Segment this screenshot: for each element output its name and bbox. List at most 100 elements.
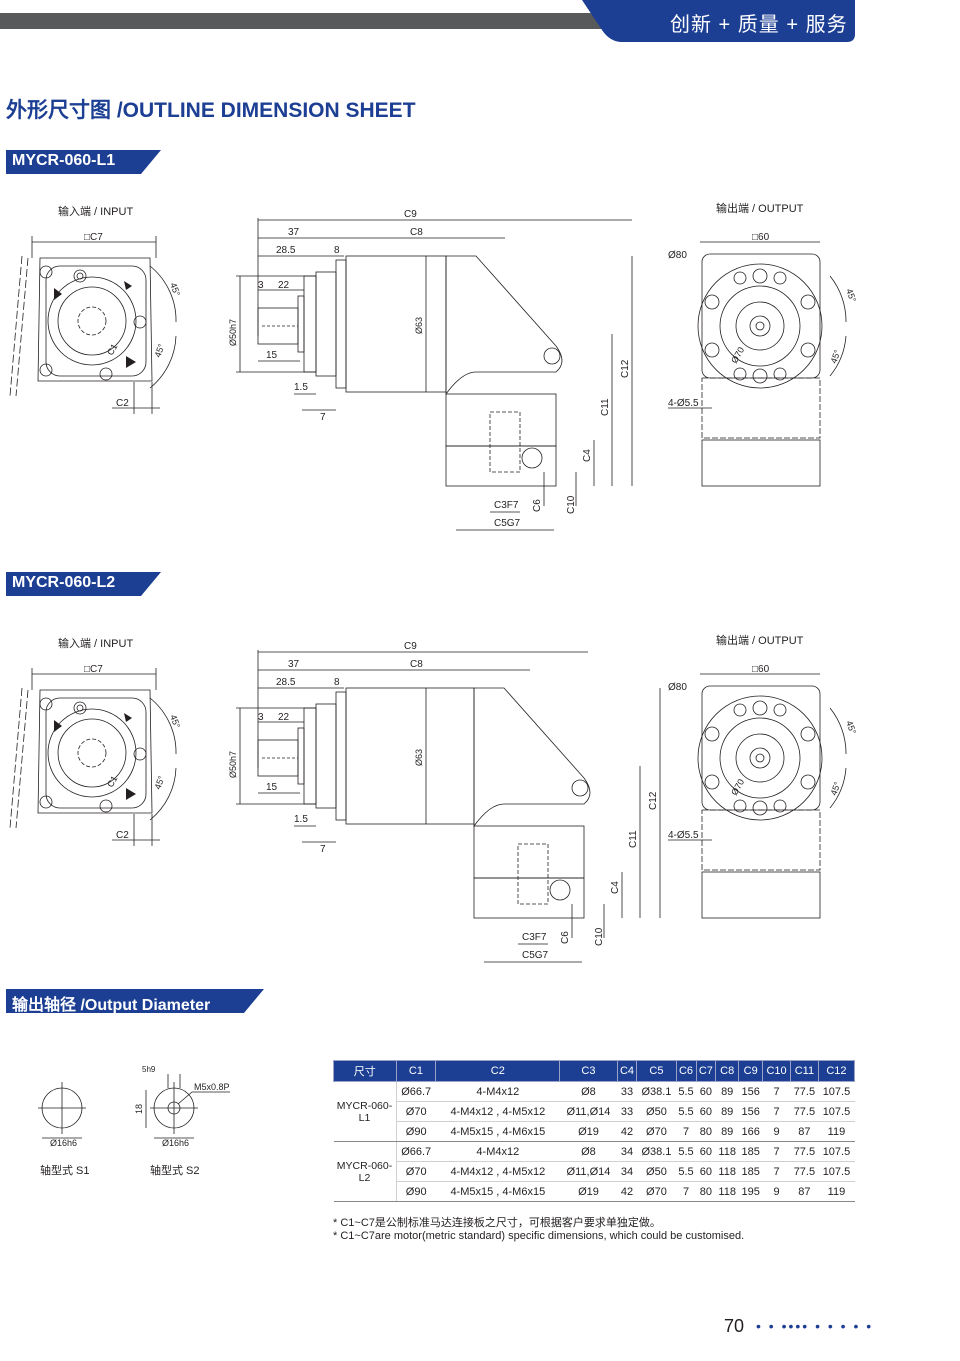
table-header-cell: C5	[636, 1060, 677, 1082]
table-header-cell: 尺寸	[333, 1060, 397, 1082]
dia-50-label: Ø50h7	[228, 751, 238, 778]
c10-label: C10	[594, 927, 605, 946]
table-cell: 107.5	[818, 1141, 855, 1162]
c6-label: C6	[532, 499, 543, 512]
s2-thread-label: M5x0.8P	[194, 1082, 230, 1092]
table-cell: Ø66.7	[396, 1141, 436, 1162]
table-cell: Ø90	[396, 1121, 436, 1142]
s2-height-label: 18	[134, 1104, 144, 1114]
table-cell: Ø70	[396, 1161, 436, 1182]
shaft-types: Ø16h6 轴型式 S1 5h9 18 M5x0.8P Ø16h6 轴型式 S2	[30, 1060, 270, 1190]
table-header-cell: C2	[435, 1060, 561, 1082]
page-number: 70	[724, 1316, 745, 1336]
dim-8: 8	[334, 245, 340, 256]
table-cell: 166	[738, 1121, 763, 1142]
table-cell: Ø50	[636, 1101, 677, 1122]
drawing-l2: 输入端 / INPUT □C7 45° 45° C1 C2 C9 C8 37 2…	[0, 628, 960, 988]
c11-label: C11	[628, 830, 639, 848]
s2-dia-label: Ø16h6	[162, 1138, 189, 1148]
table-cell: 5.5	[676, 1161, 697, 1182]
dim-15: 15	[266, 782, 278, 793]
c3-label: C3F7	[494, 500, 519, 511]
table-cell: 119	[818, 1181, 855, 1202]
dim-3: 3	[258, 280, 264, 291]
side-view: C9 C8 37 28.5 8 3 22 Ø50h7 15 1.5 7 Ø63	[228, 641, 661, 963]
dim-15: 15	[266, 350, 278, 361]
table-cell: Ø90	[396, 1181, 436, 1202]
c8-label: C8	[410, 227, 423, 238]
table-cell: 77.5	[790, 1081, 819, 1102]
header-bar	[0, 13, 640, 29]
dim-3: 3	[258, 712, 264, 723]
dim-37: 37	[288, 659, 300, 670]
page-title: 外形尺寸图 /OUTLINE DIMENSION SHEET	[6, 99, 416, 122]
table-cell: Ø70	[636, 1121, 677, 1142]
table-cell: 118	[715, 1141, 739, 1162]
table-cell: 87	[790, 1181, 819, 1202]
input-view: 输入端 / INPUT □C7 45° 45° C1 C2	[9, 636, 182, 846]
badge-text: 创新 + 质量 + 服务	[670, 14, 848, 36]
table-cell: 7	[762, 1081, 791, 1102]
dia-63-label: Ø63	[414, 317, 424, 334]
output-view: 输出端 / OUTPUT □60 Ø80 45° 45° Ø70 4-Ø5.5	[668, 201, 858, 487]
table-header-cell: C12	[817, 1060, 856, 1082]
table-cell: 80	[696, 1181, 716, 1202]
table-header-cell: C9	[738, 1060, 764, 1082]
table-cell: 156	[738, 1081, 763, 1102]
dim-1-5: 1.5	[294, 814, 308, 825]
table-header-cell: C7	[695, 1060, 717, 1082]
table-cell: 89	[715, 1081, 739, 1102]
table-cell: 4-M4x12	[435, 1081, 560, 1102]
dim-22: 22	[278, 712, 290, 723]
table-cell: Ø8	[559, 1081, 618, 1102]
sq-c7-label: □C7	[84, 232, 103, 243]
s1-label: 轴型式 S1	[40, 1163, 90, 1177]
table-cell: 33	[617, 1101, 637, 1122]
table-cell: 60	[696, 1101, 716, 1122]
out-angle-label-2: 45°	[828, 348, 842, 365]
dim-28-5: 28.5	[276, 245, 296, 256]
table-cell: 5.5	[676, 1101, 697, 1122]
table-cell: 77.5	[790, 1101, 819, 1122]
table-cell: Ø19	[559, 1121, 618, 1142]
model-cell: MYCR-060-L2	[333, 1141, 397, 1202]
table-cell: Ø50	[636, 1161, 677, 1182]
shaft-s2: 5h9 18 M5x0.8P Ø16h6 轴型式 S2	[134, 1065, 230, 1177]
table-cell: 34	[617, 1161, 637, 1182]
table-cell: 7	[676, 1121, 697, 1142]
angle-label: 45°	[168, 713, 182, 730]
c1-label: C1	[105, 774, 119, 789]
table-cell: 119	[818, 1121, 855, 1142]
c10-label: C10	[566, 495, 577, 514]
table-cell: 156	[738, 1101, 763, 1122]
table-cell: Ø66.7	[396, 1081, 436, 1102]
table-cell: 195	[738, 1181, 763, 1202]
c4-label: C4	[582, 449, 593, 462]
table-cell: 185	[738, 1141, 763, 1162]
c9-label: C9	[404, 641, 417, 652]
table-cell: 118	[715, 1161, 739, 1182]
page-dots: • • •••• • • • • •	[756, 1318, 874, 1334]
c6-label: C6	[560, 931, 571, 944]
shaft-s1: Ø16h6 轴型式 S1	[38, 1082, 90, 1177]
table-cell: Ø70	[636, 1181, 677, 1202]
c2-label: C2	[116, 830, 129, 841]
table-cell: 107.5	[818, 1101, 855, 1122]
table-cell: 80	[696, 1121, 716, 1142]
table-cell: 34	[617, 1141, 637, 1162]
table-header-cell: C11	[789, 1060, 819, 1082]
c4-label: C4	[610, 881, 621, 894]
angle-label: 45°	[168, 281, 182, 298]
c3-label: C3F7	[522, 932, 547, 943]
table-cell: 42	[617, 1121, 637, 1142]
dim-7: 7	[320, 844, 326, 855]
table-header-cell: C4	[616, 1060, 638, 1082]
